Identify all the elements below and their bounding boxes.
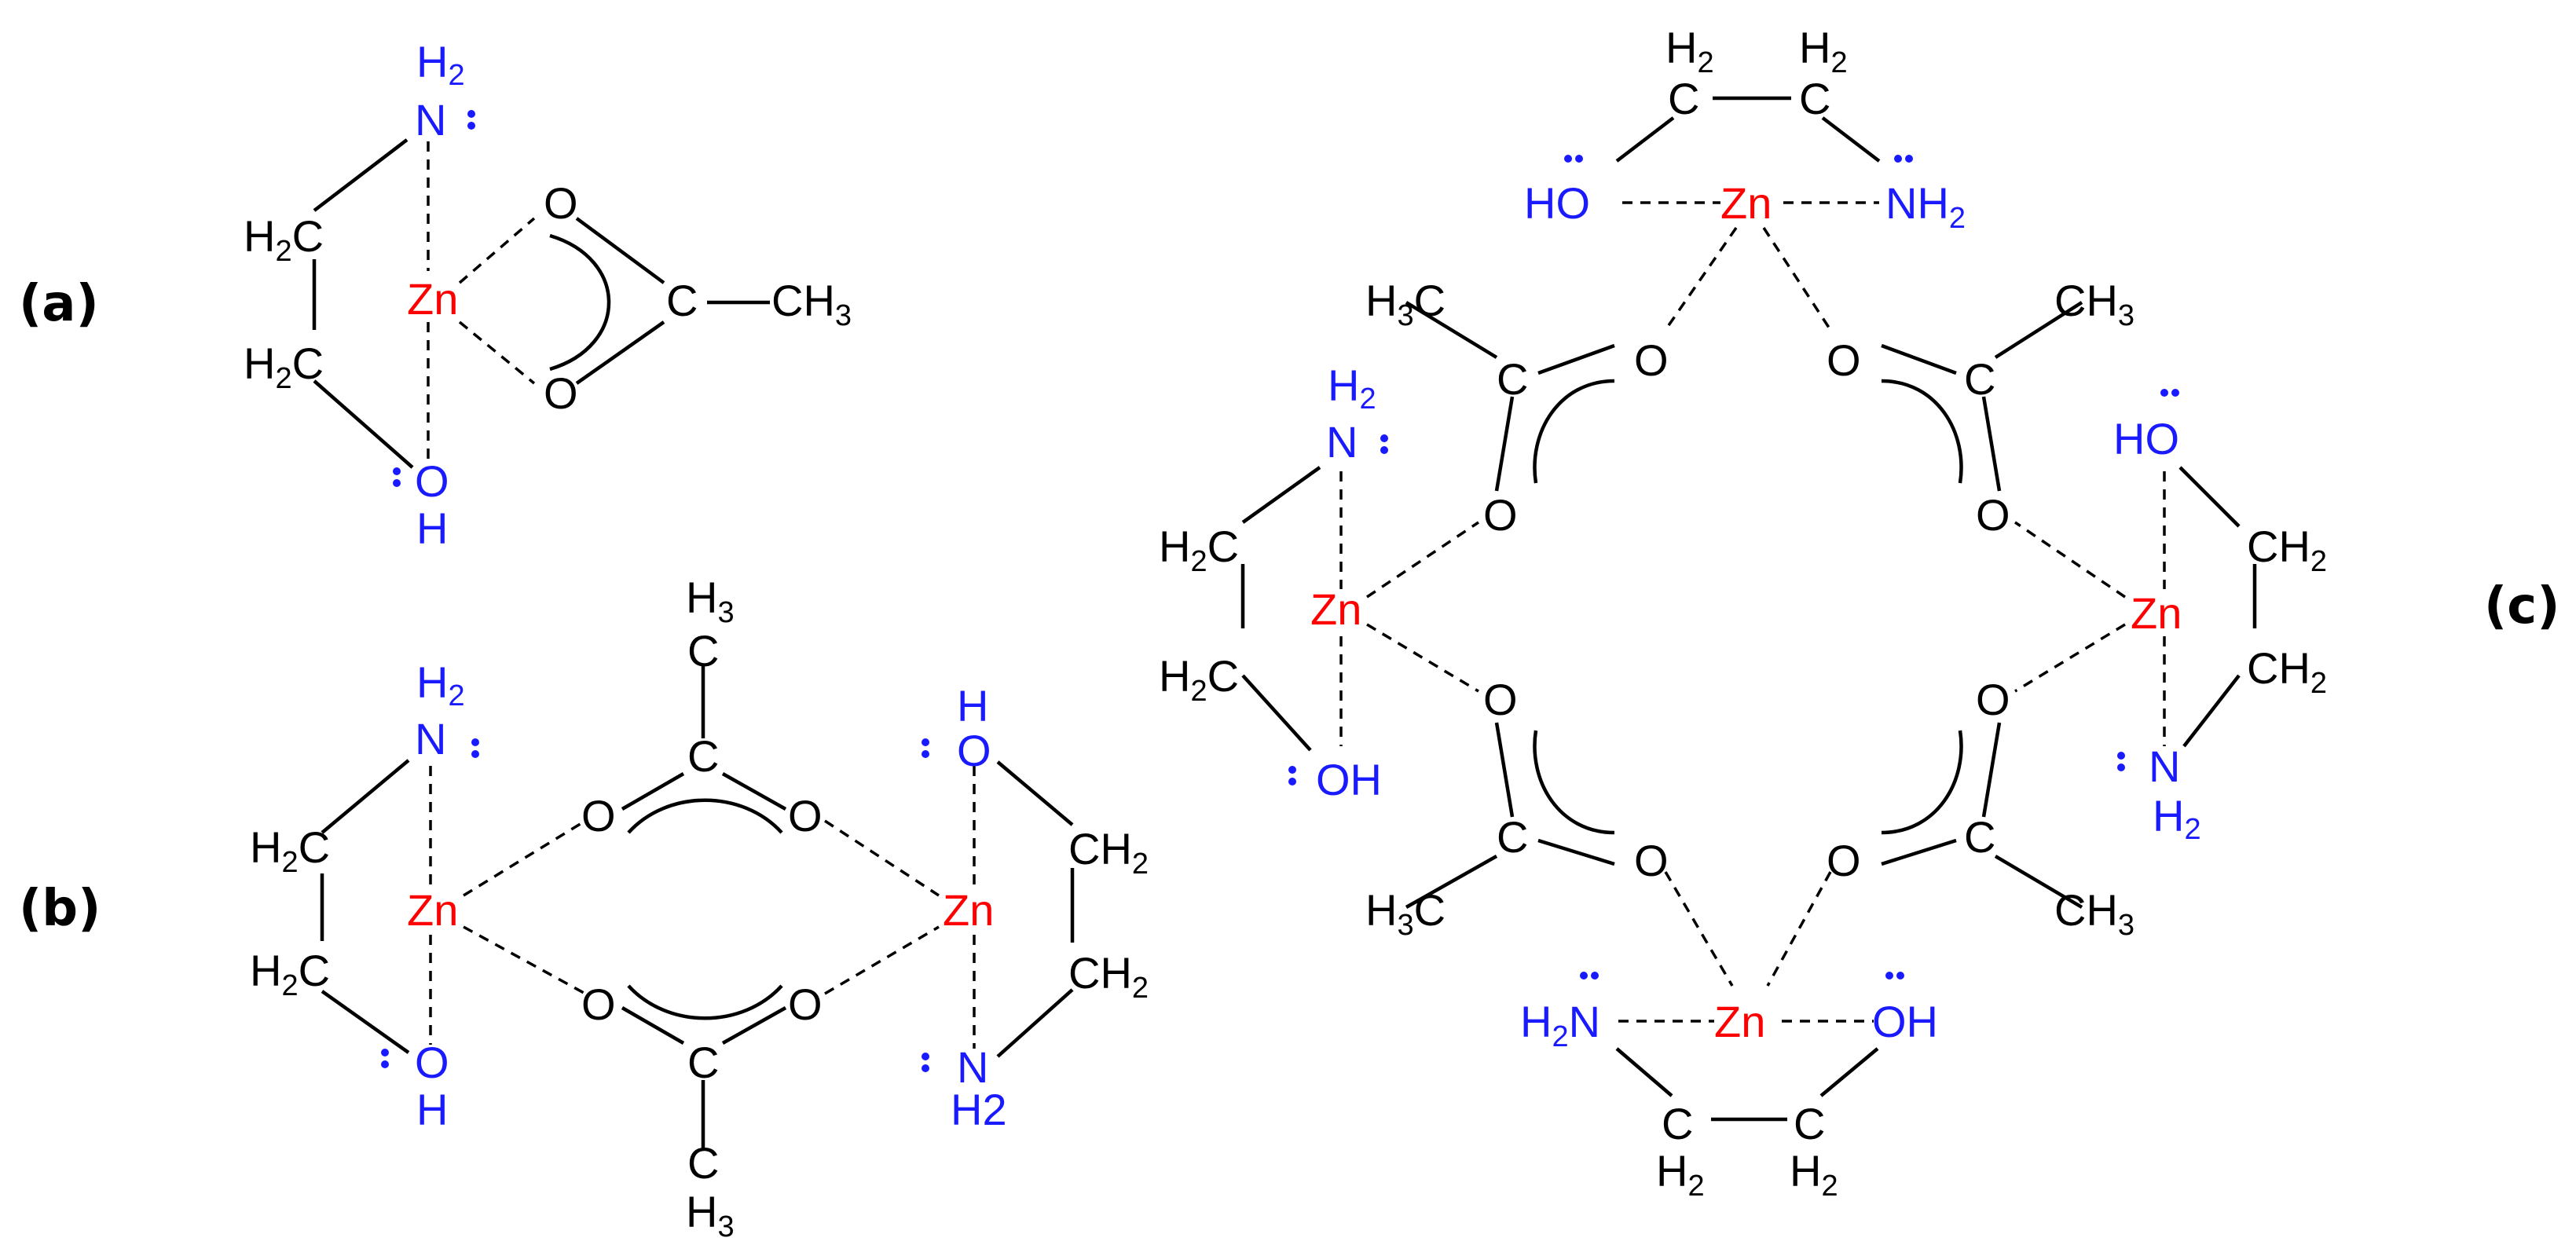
amine-h2: H2 xyxy=(416,37,465,92)
b-bottom-oxygen-left: O xyxy=(581,980,616,1029)
c-tl-oxygen-lower: O xyxy=(1483,490,1518,540)
c-bottom-c-right: C xyxy=(1794,1099,1825,1148)
c-tl-oxygen-upper: O xyxy=(1634,335,1669,385)
b-top-methyl-c: C xyxy=(687,626,719,676)
c-left-amine-n: N xyxy=(1326,417,1358,467)
c-bottom-zinc: Zn xyxy=(1714,997,1765,1046)
c-br-methyl: CH3 xyxy=(2054,885,2134,942)
c-tl-methyl: H3C xyxy=(1365,276,1446,332)
b-right-methylene-2: CH2 xyxy=(1068,948,1149,1005)
c-left-hydroxyl: OH xyxy=(1316,755,1382,804)
b-left-amine-nitrogen: N xyxy=(415,714,446,763)
c-bottom-hydroxyl: OH xyxy=(1872,997,1938,1046)
c-bottom-c-left: C xyxy=(1662,1099,1693,1148)
b-right-amine-n: N xyxy=(957,1042,988,1092)
b-right-methylene-1: CH2 xyxy=(1068,824,1149,881)
panel-c-structure: H2 C H2 C HO Zn NH2 H3C C O O CH3 C O O … xyxy=(1159,23,2327,1203)
c-bl-oxygen-lower: O xyxy=(1634,836,1669,885)
panel-label-b: (b) xyxy=(19,880,101,938)
c-left-amine-h2: H2 xyxy=(1328,361,1376,416)
b-top-carboxyl-c: C xyxy=(687,731,719,781)
c-bl-methyl: H3C xyxy=(1365,885,1446,942)
b-right-hydroxyl-o: O xyxy=(957,726,991,775)
carboxylate-oxygen-2: O xyxy=(544,368,578,418)
zinc-atom: Zn xyxy=(407,274,458,324)
c-right-methylene-2: CH2 xyxy=(2247,643,2327,700)
c-top-h2-left: H2 xyxy=(1665,23,1714,79)
c-tr-carboxyl-c: C xyxy=(1964,354,1995,404)
c-tr-oxygen-upper: O xyxy=(1827,335,1861,385)
c-right-amine-n: N xyxy=(2149,742,2180,791)
b-left-hydroxyl-h: H xyxy=(416,1085,448,1134)
c-bottom-amine: H2N xyxy=(1520,997,1600,1053)
c-br-oxygen-lower: O xyxy=(1827,836,1861,885)
methylene-1: H2C xyxy=(244,211,324,268)
methyl-group: CH3 xyxy=(771,276,852,332)
c-top-hydroxyl: HO xyxy=(1524,178,1590,228)
c-top-h2-right: H2 xyxy=(1799,23,1848,79)
c-bottom-h2-left: H2 xyxy=(1656,1146,1705,1203)
c-tr-methyl: CH3 xyxy=(2054,276,2134,332)
b-left-methylene-2: H2C xyxy=(250,946,330,1002)
hydroxyl-hydrogen: H xyxy=(416,503,448,553)
panel-label-c: (c) xyxy=(2484,577,2560,635)
b-bottom-methyl-h3: H3 xyxy=(686,1187,735,1243)
b-top-oxygen-right: O xyxy=(788,791,823,840)
b-top-methyl-h3: H3 xyxy=(686,573,735,629)
c-br-carboxyl-c: C xyxy=(1964,812,1995,862)
b-right-zinc: Zn xyxy=(943,885,994,935)
panel-a-structure: H2 N H2C H2C Zn O O C CH3 O H xyxy=(244,37,852,553)
c-right-zinc: Zn xyxy=(2131,588,2182,638)
carboxylate-carbon: C xyxy=(666,276,698,325)
c-bl-oxygen-upper: O xyxy=(1483,675,1518,724)
c-top-c-left: C xyxy=(1668,74,1699,123)
b-left-methylene-1: H2C xyxy=(250,822,330,879)
c-top-amine: NH2 xyxy=(1885,178,1966,235)
b-right-hydroxyl-h: H xyxy=(957,681,988,731)
b-bottom-oxygen-right: O xyxy=(788,980,823,1029)
c-left-methylene-2: H2C xyxy=(1159,651,1239,708)
panel-label-a: (a) xyxy=(19,275,99,333)
amine-nitrogen: N xyxy=(415,95,446,145)
c-bl-carboxyl-c: C xyxy=(1497,812,1528,862)
b-bottom-methyl-c: C xyxy=(687,1138,719,1188)
c-right-amine-h2: H2 xyxy=(2153,791,2201,846)
b-top-oxygen-left: O xyxy=(581,791,616,840)
b-left-hydroxyl-o: O xyxy=(415,1038,449,1087)
b-left-amine-h2: H2 xyxy=(416,657,465,712)
c-bottom-h2-right: H2 xyxy=(1790,1146,1838,1203)
hydroxyl-oxygen: O xyxy=(415,456,449,506)
c-tr-oxygen-lower: O xyxy=(1976,490,2010,540)
methylene-2: H2C xyxy=(244,339,324,395)
carboxylate-oxygen-1: O xyxy=(544,178,578,228)
b-bottom-carboxyl-c: C xyxy=(687,1038,719,1087)
b-left-zinc: Zn xyxy=(407,885,458,935)
b-right-amine-h2: H2 xyxy=(951,1085,1007,1134)
c-top-zinc: Zn xyxy=(1720,178,1772,228)
c-right-hydroxyl: HO xyxy=(2113,414,2179,463)
panel-b-structure: H2 N H2C H2C Zn O H H3 C C O O O O C C H… xyxy=(250,573,1149,1243)
c-top-c-right: C xyxy=(1799,74,1830,123)
c-br-oxygen-upper: O xyxy=(1976,675,2010,724)
c-left-zinc: Zn xyxy=(1310,584,1361,634)
c-left-methylene-1: H2C xyxy=(1159,522,1239,578)
c-tl-carboxyl-c: C xyxy=(1497,354,1528,404)
c-right-methylene-1: CH2 xyxy=(2247,522,2327,578)
